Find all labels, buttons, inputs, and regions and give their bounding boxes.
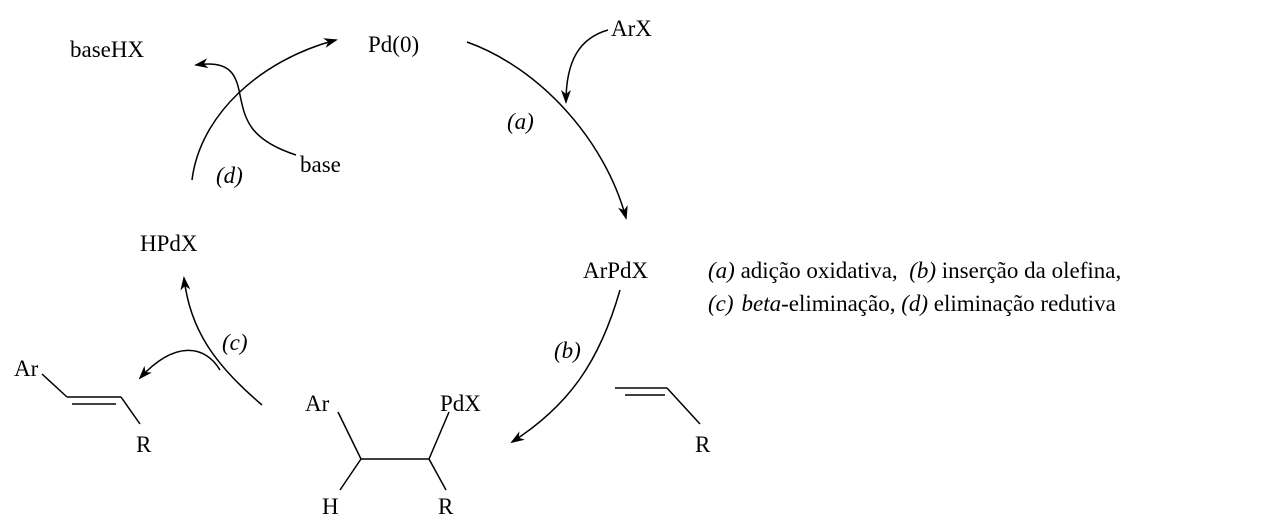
pd0-label: Pd(0): [368, 32, 419, 57]
arx-label: ArX: [611, 16, 652, 41]
base-to-basehx-arrow: [194, 58, 297, 156]
arx-entry-arrow: [561, 29, 609, 104]
step-b-label: (b): [554, 338, 581, 363]
product-ar-label: Ar: [14, 356, 39, 381]
intermediate-ar-label: Ar: [305, 391, 330, 416]
intermediate-bond-h: [339, 458, 362, 491]
intermediate-bond-pdx: [428, 411, 450, 460]
legend-line-1: (a) adição oxidativa, (b) inserção da ol…: [708, 258, 1121, 283]
basehx-label: baseHX: [70, 37, 144, 62]
legend-d-text: eliminação redutiva: [928, 291, 1116, 316]
product-bond-r: [120, 396, 141, 425]
product-bond-ar: [41, 373, 68, 398]
step-d-arrow: [191, 38, 338, 181]
step-a-label: (a): [507, 109, 534, 134]
olefin-r-label: R: [695, 432, 711, 457]
base-label: base: [300, 152, 341, 177]
intermediate-bond-ar: [337, 411, 362, 460]
legend-c-text: -eliminação,: [781, 291, 901, 316]
legend-line-2: (c) beta-eliminação, (d) eliminação redut…: [708, 291, 1116, 316]
step-d-label: (d): [216, 163, 243, 188]
olefin-bond-r: [666, 387, 701, 425]
step-c-arrow: [180, 276, 263, 406]
intermediate-pdx-label: PdX: [440, 391, 481, 416]
legend-b-text: inserção da olefina,: [936, 258, 1121, 283]
product-release-arrow: [138, 349, 221, 380]
legend-a-text: adição oxidativa,: [735, 258, 909, 283]
legend-b-key: (b): [909, 258, 936, 283]
legend-beta-word: beta: [742, 291, 782, 316]
intermediate-r-label: R: [438, 494, 454, 518]
intermediate-bond-r: [428, 458, 447, 491]
intermediate-h-label: H: [322, 494, 339, 518]
step-a-arrow: [466, 41, 628, 220]
product-r-label: R: [136, 432, 152, 457]
legend-d-key: (d): [901, 291, 928, 316]
arpdx-label: ArPdX: [583, 258, 649, 283]
hpdx-label: HPdX: [140, 231, 198, 256]
step-b-arrow: [510, 289, 621, 444]
legend-a-key: (a): [708, 258, 735, 283]
legend-c-key: (c): [708, 291, 734, 316]
step-c-label: (c): [222, 330, 248, 355]
